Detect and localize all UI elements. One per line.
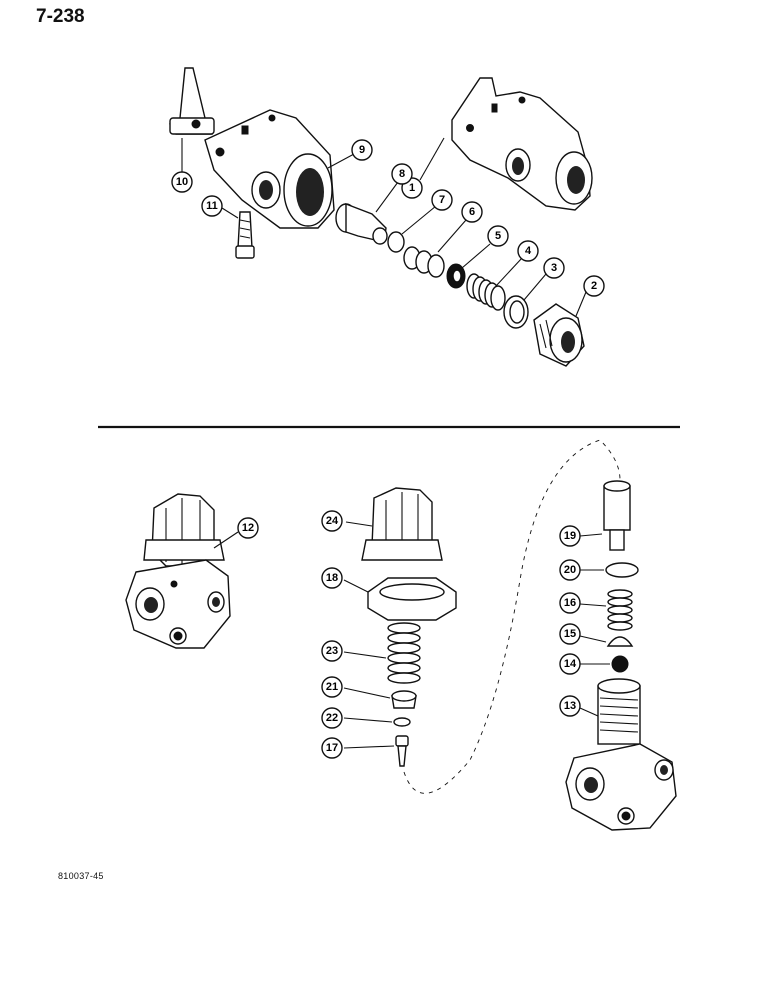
callout-10: 10 xyxy=(171,171,193,193)
callout-9: 9 xyxy=(351,139,373,161)
part-2-plug xyxy=(533,303,585,367)
part-9-valve-body xyxy=(204,109,335,229)
callout-2: 2 xyxy=(583,275,605,297)
callout-6: 6 xyxy=(461,201,483,223)
callout-17: 17 xyxy=(321,737,343,759)
svg-text:1: 1 xyxy=(409,182,415,194)
part-18-lock-nut xyxy=(343,577,457,621)
part-3-washer xyxy=(503,295,529,329)
callout-5: 5 xyxy=(487,225,509,247)
assembly-path-line xyxy=(403,439,621,794)
svg-text:20: 20 xyxy=(564,564,576,576)
svg-text:6: 6 xyxy=(469,206,475,218)
svg-text:8: 8 xyxy=(399,168,405,180)
svg-text:15: 15 xyxy=(564,628,576,640)
callout-3: 3 xyxy=(543,257,565,279)
part-4-spring xyxy=(466,273,506,311)
svg-text:12: 12 xyxy=(242,522,254,534)
figure-code: 810037-45 xyxy=(58,871,104,881)
svg-text:24: 24 xyxy=(326,515,339,527)
part-23-spring xyxy=(343,622,421,684)
svg-text:4: 4 xyxy=(525,245,532,257)
svg-text:23: 23 xyxy=(326,645,338,657)
part-14-ball xyxy=(580,655,629,673)
callout-12: 12 xyxy=(237,517,259,539)
callout-11: 11 xyxy=(201,195,223,217)
svg-text:14: 14 xyxy=(564,658,577,670)
svg-text:10: 10 xyxy=(176,176,188,188)
callout-15: 15 xyxy=(559,623,581,645)
part-5-nut xyxy=(446,263,466,289)
svg-text:16: 16 xyxy=(564,597,576,609)
part-11-bolt xyxy=(235,211,255,259)
leader-lines-top xyxy=(181,137,587,317)
part-17-pin xyxy=(343,735,409,767)
svg-text:13: 13 xyxy=(564,700,576,712)
part-16-spring xyxy=(579,589,633,631)
svg-text:21: 21 xyxy=(326,681,338,693)
callout-19: 19 xyxy=(559,525,581,547)
svg-text:19: 19 xyxy=(564,530,576,542)
callout-21: 21 xyxy=(321,676,343,698)
svg-text:18: 18 xyxy=(326,572,338,584)
callout-22: 22 xyxy=(321,707,343,729)
part-10-bracket xyxy=(169,67,215,135)
part-22-o-ring xyxy=(343,717,411,727)
part-1-valve-body xyxy=(451,77,593,211)
callout-23: 23 xyxy=(321,640,343,662)
part-13-valve-body xyxy=(565,678,677,831)
part-15-seat xyxy=(579,635,634,647)
callout-20: 20 xyxy=(559,559,581,581)
page-number: 7-238 xyxy=(36,6,85,27)
part-6-rings xyxy=(403,246,445,278)
svg-text:7: 7 xyxy=(439,194,445,206)
callout-7: 7 xyxy=(431,189,453,211)
part-7-o-ring xyxy=(387,231,405,253)
svg-text:22: 22 xyxy=(326,712,338,724)
part-19-plunger xyxy=(579,480,631,551)
svg-text:2: 2 xyxy=(591,280,597,292)
svg-text:3: 3 xyxy=(551,262,557,274)
svg-text:11: 11 xyxy=(206,200,218,212)
svg-text:17: 17 xyxy=(326,742,338,754)
part-21-disc xyxy=(343,687,417,709)
callout-24: 24 xyxy=(321,510,343,532)
callout-16: 16 xyxy=(559,592,581,614)
callout-4: 4 xyxy=(517,240,539,262)
svg-text:5: 5 xyxy=(495,230,501,242)
part-8-spool xyxy=(335,202,388,245)
callout-18: 18 xyxy=(321,567,343,589)
callout-14: 14 xyxy=(559,653,581,675)
part-24-cap xyxy=(345,487,443,561)
part-20-o-ring xyxy=(580,562,639,578)
svg-text:9: 9 xyxy=(359,144,365,156)
part-12-valve-assembly xyxy=(125,493,239,649)
callout-13: 13 xyxy=(559,695,581,717)
callout-8: 8 xyxy=(391,163,413,185)
